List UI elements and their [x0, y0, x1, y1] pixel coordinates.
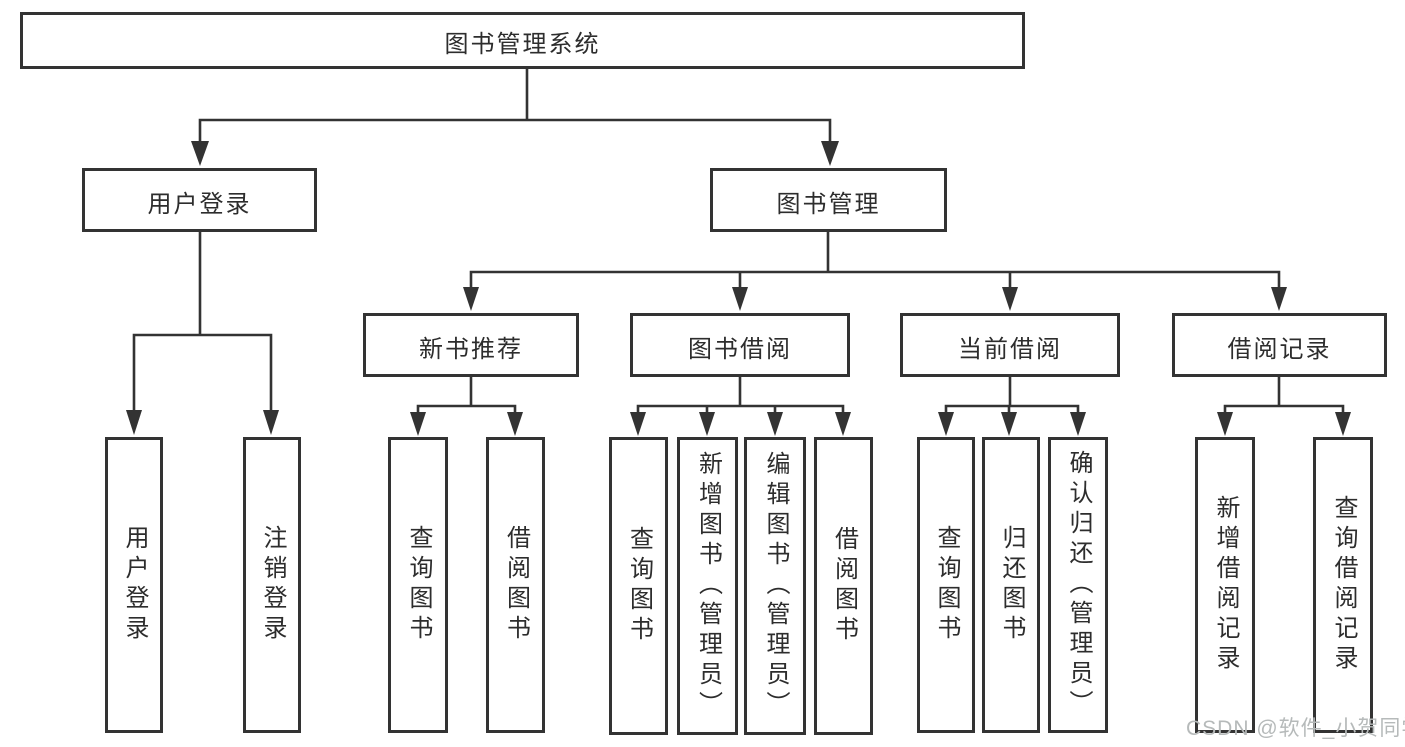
arrow-icon: [507, 412, 523, 436]
arrow-icon: [1001, 412, 1017, 436]
node-label: 新增借阅记录: [1212, 495, 1239, 675]
node-label: 用户登录: [121, 525, 148, 645]
arrow-icon: [821, 141, 839, 166]
arrow-icon: [410, 412, 426, 436]
arrow-icon: [1002, 287, 1018, 311]
leaf-confirm-return-admin: 确认归还（管理员）: [1048, 437, 1108, 733]
arrowheads: [126, 141, 1351, 436]
node-label: 新书推荐: [419, 335, 523, 363]
leaf-borrow-books: 借阅图书: [814, 437, 873, 735]
leaf-query-borrow-record: 查询借阅记录: [1313, 437, 1373, 733]
node-label: 用户登录: [147, 190, 252, 218]
node-book-borrow: 图书借阅: [630, 313, 850, 377]
arrow-icon: [699, 412, 715, 436]
connector-root-to-level2: [198, 67, 832, 142]
connector-borrow-records-children: [1223, 375, 1345, 415]
arrow-icon: [630, 412, 646, 436]
node-label: 注销登录: [259, 525, 286, 645]
arrow-icon: [835, 412, 851, 436]
arrow-icon: [1217, 412, 1233, 436]
node-label: 借阅图书: [502, 525, 530, 645]
node-book-management: 图书管理: [710, 168, 947, 232]
arrow-icon: [463, 287, 479, 311]
leaf-edit-books-admin: 编辑图书（管理员）: [744, 437, 806, 735]
leaf-add-books-admin: 新增图书（管理员）: [677, 437, 738, 735]
node-new-book-recommend: 新书推荐: [363, 313, 579, 377]
node-label: 确认归还（管理员）: [1065, 450, 1092, 720]
node-label: 图书借阅: [688, 335, 792, 363]
arrow-icon: [191, 141, 209, 166]
connector-book-mgmt-children: [469, 230, 1281, 290]
node-label: 查询借阅记录: [1330, 495, 1357, 675]
leaf-user-login: 用户登录: [105, 437, 163, 733]
node-label: 借阅记录: [1227, 335, 1332, 363]
connector-current-borrow-children: [944, 375, 1080, 415]
leaf-logout: 注销登录: [243, 437, 301, 733]
arrow-icon: [767, 412, 783, 436]
arrow-icon: [732, 287, 748, 311]
node-label: 归还图书: [998, 525, 1025, 645]
node-label: 编辑图书（管理员）: [762, 451, 789, 721]
node-library-management-system: 图书管理系统: [20, 12, 1025, 69]
connector-new-book-children: [416, 375, 517, 415]
csdn-watermark: CSDN @软件_小贺同学: [1186, 717, 1405, 740]
node-label: 图书管理: [776, 190, 881, 218]
node-label: 查询图书: [625, 526, 653, 646]
node-label: 新增图书（管理员）: [694, 451, 722, 721]
node-label: 查询图书: [405, 525, 432, 645]
leaf-return-books: 归还图书: [982, 437, 1040, 733]
node-user-login: 用户登录: [82, 168, 317, 232]
connector-user-login-children: [132, 230, 273, 413]
node-current-borrow: 当前借阅: [900, 313, 1120, 377]
arrow-icon: [263, 410, 279, 435]
node-label: 当前借阅: [958, 335, 1062, 363]
arrow-icon: [1070, 412, 1086, 436]
node-label: 查询图书: [933, 525, 960, 645]
node-label: 借阅图书: [830, 526, 858, 646]
node-borrow-records: 借阅记录: [1172, 313, 1387, 377]
leaf-query-books-current: 查询图书: [917, 437, 975, 733]
leaf-add-borrow-record: 新增借阅记录: [1195, 437, 1255, 733]
arrow-icon: [1271, 287, 1287, 311]
leaf-query-books-borrow: 查询图书: [609, 437, 668, 735]
arrow-icon: [938, 412, 954, 436]
arrow-icon: [1335, 412, 1351, 436]
arrow-icon: [126, 410, 142, 435]
leaf-query-books-recommend: 查询图书: [388, 437, 448, 733]
leaf-borrow-books-recommend: 借阅图书: [486, 437, 545, 733]
connector-book-borrow-children: [636, 375, 845, 415]
node-label: 图书管理系统: [444, 31, 601, 58]
